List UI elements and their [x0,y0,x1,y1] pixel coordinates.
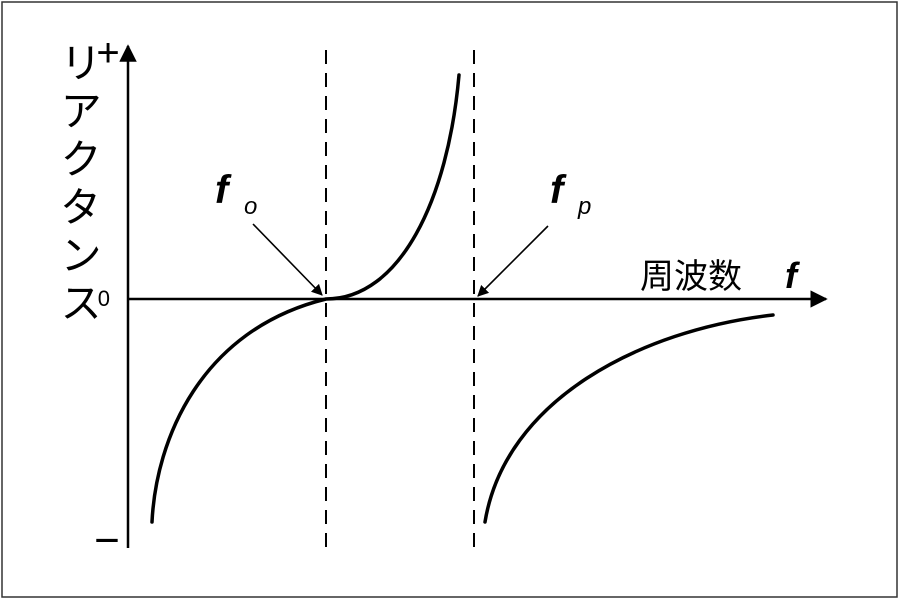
y-axis-minus-sign: − [94,516,120,565]
fo-label-subscript: o [244,193,257,220]
origin-zero-label: 0 [98,286,110,311]
y-axis-plus-sign: + [96,31,119,75]
reactance-curve-branch-high [483,313,775,524]
fp-label-symbol: f [550,168,567,212]
fo-pointer-arrow [252,223,323,296]
x-axis-variable: f [785,255,800,296]
y-axis-title: リアクタンス [54,41,103,329]
reactance-curve-branch-low [150,73,461,524]
fp-label-subscript: p [577,193,591,220]
fo-label-symbol: f [215,168,232,212]
fp-pointer-arrow [477,225,549,297]
x-axis-title: 周波数 [640,257,742,297]
